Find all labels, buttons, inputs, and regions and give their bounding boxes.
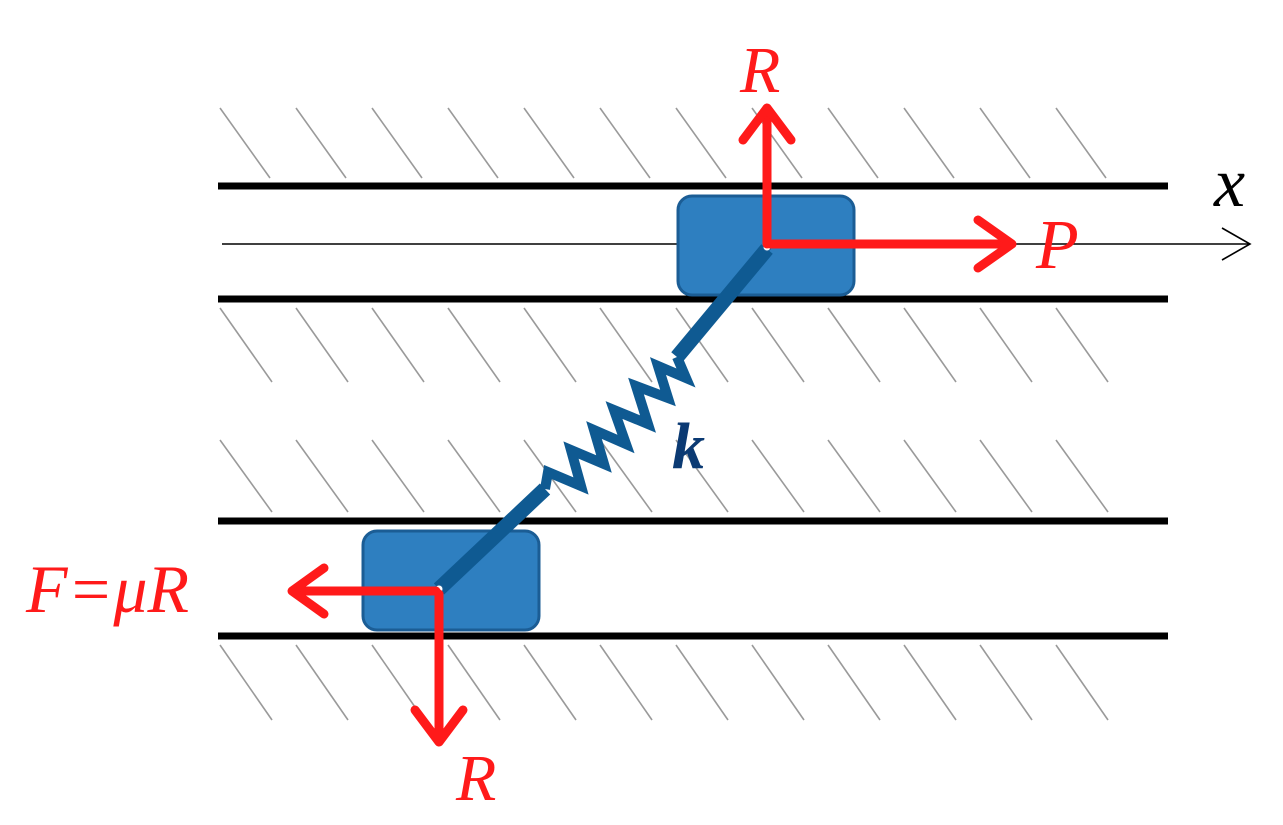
hatch-bottom-outer — [219, 644, 1109, 721]
label-force-p: P — [1035, 207, 1079, 284]
label-friction: F=μR — [25, 551, 189, 627]
label-spring-k: k — [672, 410, 705, 483]
hatch-top-outer — [219, 107, 1107, 179]
label-axis-x: x — [1213, 145, 1245, 222]
label-reaction-bottom: R — [455, 742, 496, 815]
hatch-bottom-inner — [219, 439, 1109, 513]
arrow-reaction-bottom — [410, 589, 468, 747]
spring — [433, 244, 773, 595]
arrow-force-p — [765, 215, 1017, 273]
label-reaction-top: R — [739, 34, 780, 107]
arrow-friction — [287, 563, 441, 619]
spring-coil — [540, 355, 696, 495]
arrow-reaction-top — [738, 103, 796, 249]
spring-rod-top — [671, 244, 773, 362]
spring-rod-bottom — [433, 483, 551, 595]
hatch-top-inner — [219, 307, 1109, 383]
